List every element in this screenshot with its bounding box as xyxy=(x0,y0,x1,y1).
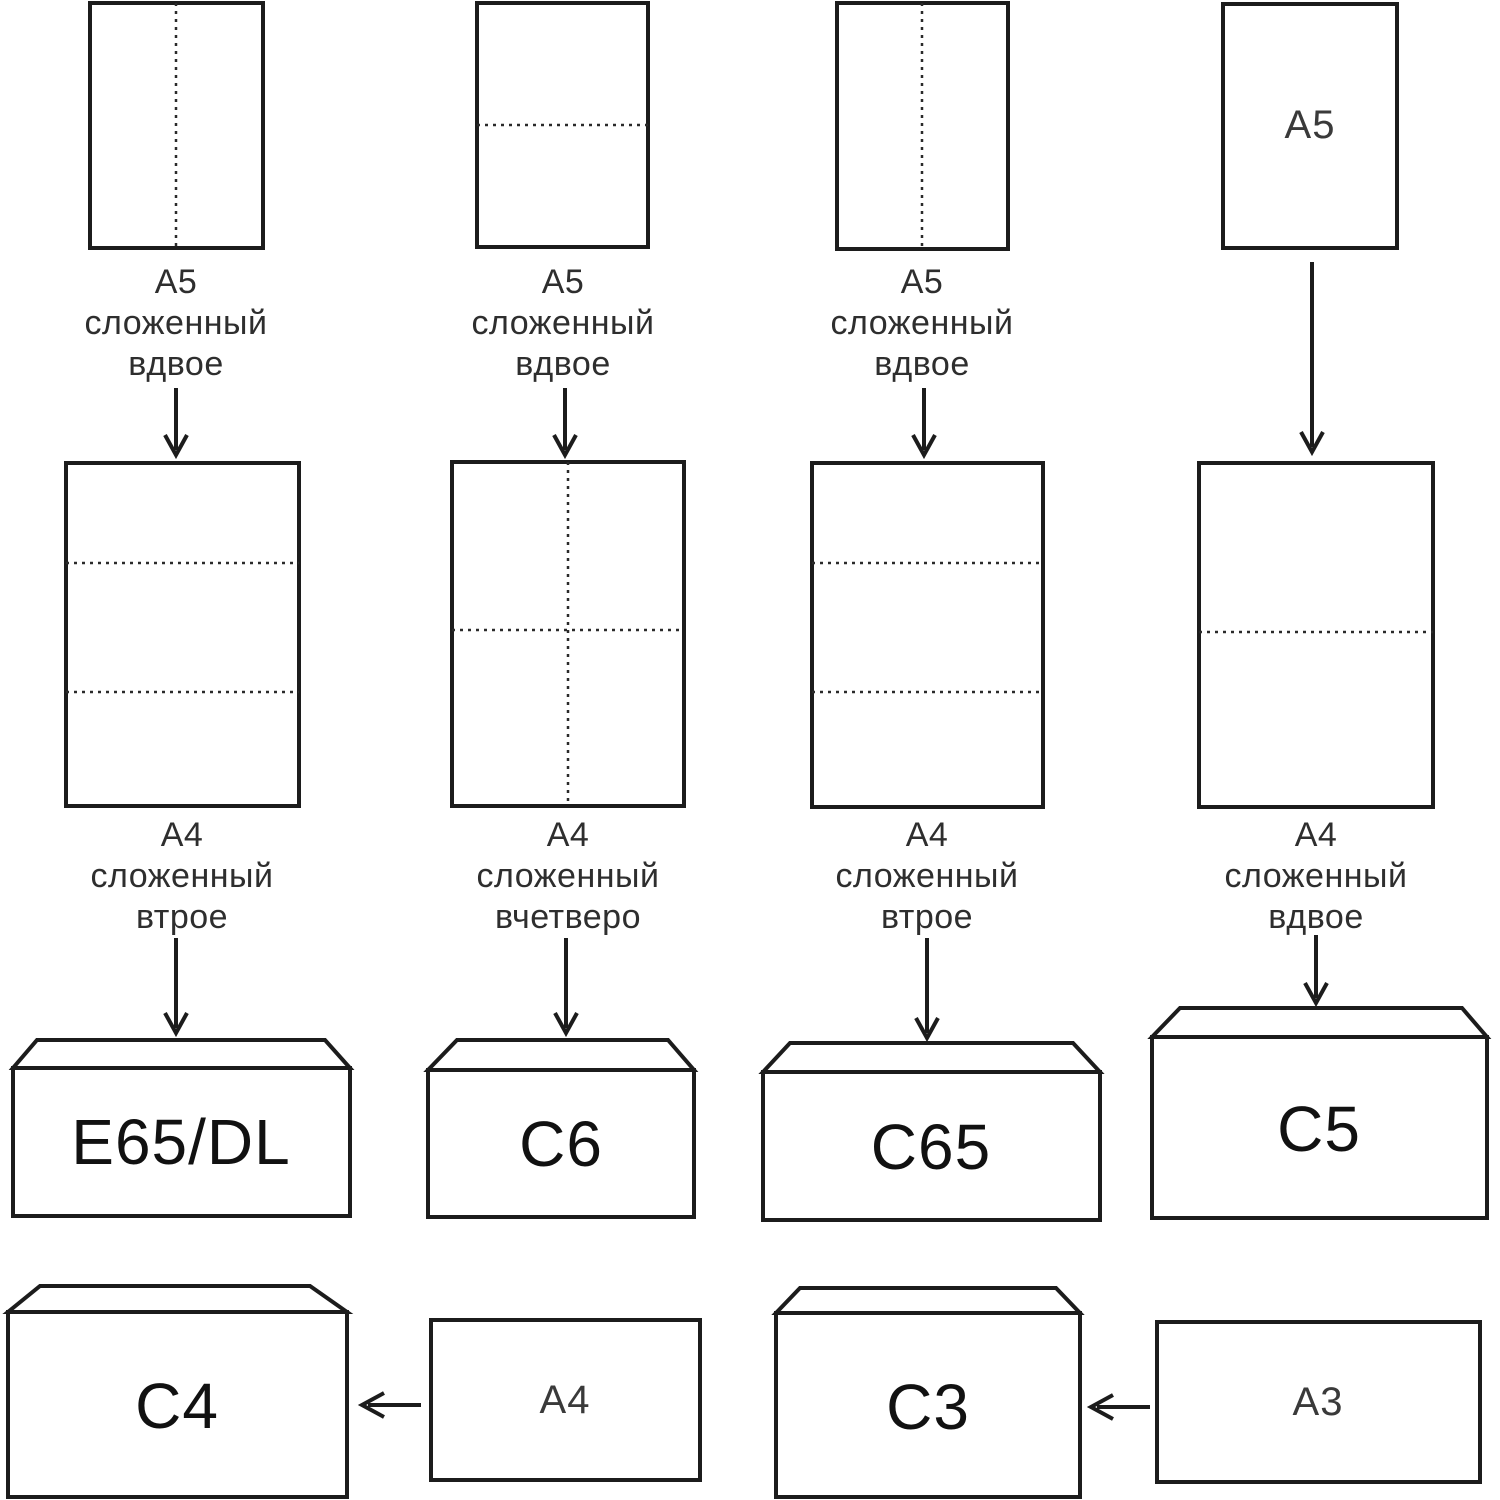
envelope-c4-body xyxy=(6,1310,349,1499)
envelope-label-c6: C6 xyxy=(519,1108,603,1180)
envelope-label-c65: C65 xyxy=(870,1111,992,1183)
caption-line: вдвое xyxy=(515,345,611,383)
caption-line: А4 xyxy=(546,816,590,854)
envelope-e65dl-body xyxy=(11,1066,352,1218)
arrow-down-head xyxy=(911,434,937,460)
caption-a4-folded-thirds-1: А4 сложенный втрое xyxy=(32,815,332,938)
caption-a5-folded-half-3: А5 сложенный вдвое xyxy=(772,262,1072,385)
arrow-down-head xyxy=(1299,431,1325,457)
caption-line: сложенный xyxy=(830,304,1014,342)
caption-line: А5 xyxy=(541,263,585,301)
caption-a4-folded-thirds-2: А4 сложенный втрое xyxy=(777,815,1077,938)
caption-line: сложенный xyxy=(835,857,1019,895)
caption-line: втрое xyxy=(135,898,229,936)
a4-sheet-fold-thirds-1 xyxy=(64,461,301,808)
envelope-c3-flap xyxy=(771,1286,1085,1315)
envelope-c5-flap xyxy=(1147,1006,1492,1039)
caption-line: сложенный xyxy=(84,304,268,342)
envelope-label-c4: C4 xyxy=(135,1370,219,1442)
a5-sheet-plain xyxy=(1221,2,1399,250)
caption-a4-folded-half: А4 сложенный вдвое xyxy=(1166,815,1466,938)
caption-line: сложенный xyxy=(471,304,655,342)
caption-line: вдвое xyxy=(128,345,224,383)
arrow-down-head xyxy=(914,1017,940,1043)
arrow-down-head xyxy=(552,434,578,460)
envelope-c65-flap-highlighted xyxy=(758,1041,1105,1074)
caption-a5-folded-half-1: А5 сложенный вдвое xyxy=(26,262,326,385)
envelope-label-e65dl: E65/DL xyxy=(71,1106,291,1178)
envelope-e65dl-flap xyxy=(8,1038,355,1070)
envelope-c65-body-highlighted xyxy=(761,1070,1102,1222)
caption-a5-folded-half-2: А5 сложенный вдвое xyxy=(413,262,713,385)
arrow-down-head xyxy=(163,1012,189,1038)
a3-sheet-bottom-label: А3 xyxy=(1292,1380,1344,1424)
a4-sheet-fold-quarters xyxy=(450,460,686,808)
a3-sheet-bottom xyxy=(1155,1320,1482,1484)
arrow-down-head xyxy=(1303,982,1329,1008)
caption-a4-folded-quarters: А4 сложенный вчетверо xyxy=(418,815,718,938)
caption-line: сложенный xyxy=(90,857,274,895)
caption-line: вдвое xyxy=(1268,898,1364,936)
envelope-c6-body xyxy=(426,1068,696,1219)
caption-line: А5 xyxy=(154,263,198,301)
a5-sheet-fold-vertical-2 xyxy=(835,1,1010,251)
a4-sheet-fold-half xyxy=(1197,461,1435,809)
envelope-c6-flap xyxy=(423,1038,699,1072)
a5-sheet-fold-horizontal xyxy=(475,1,650,249)
a5-plain-sheet-label: А5 xyxy=(1284,103,1336,147)
caption-line: втрое xyxy=(880,898,974,936)
envelope-c4-flap xyxy=(2,1284,354,1314)
envelope-c5-body xyxy=(1150,1035,1489,1220)
envelope-label-c5: C5 xyxy=(1277,1093,1361,1165)
a4-sheet-bottom xyxy=(429,1318,702,1482)
envelope-label-c3: C3 xyxy=(886,1371,970,1443)
arrow-down-head xyxy=(163,434,189,460)
caption-line: А4 xyxy=(1294,816,1338,854)
arrow-left-head xyxy=(357,1391,385,1419)
caption-line: А4 xyxy=(905,816,949,854)
caption-line: А4 xyxy=(160,816,204,854)
arrow-left-head xyxy=(1086,1393,1114,1421)
caption-line: вчетверо xyxy=(494,898,641,936)
caption-line: вдвое xyxy=(874,345,970,383)
envelope-c3-body xyxy=(774,1311,1082,1499)
arrow-down-head xyxy=(553,1012,579,1038)
caption-line: сложенный xyxy=(476,857,660,895)
caption-line: сложенный xyxy=(1224,857,1408,895)
caption-line: А5 xyxy=(900,263,944,301)
a4-sheet-bottom-label: А4 xyxy=(539,1378,591,1422)
a4-sheet-fold-thirds-2 xyxy=(810,461,1045,809)
